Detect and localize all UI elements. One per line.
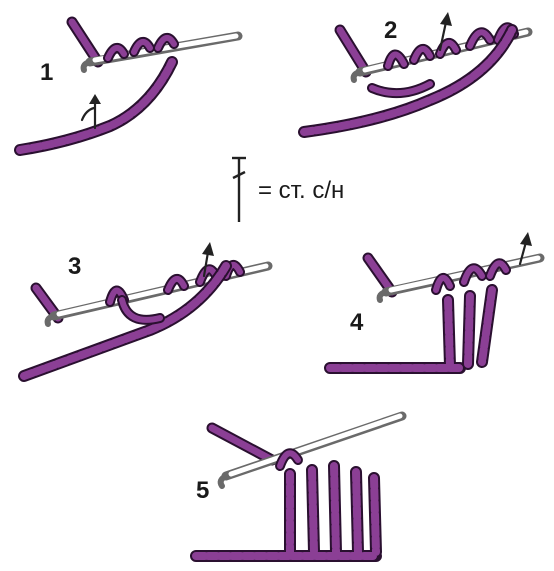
double-crochet-symbol — [232, 158, 246, 222]
step-5-illustration — [196, 416, 402, 556]
step-3-number: 3 — [68, 253, 81, 280]
step-1-number: 1 — [40, 59, 53, 86]
step-3-illustration — [24, 242, 268, 376]
step-5-number: 5 — [196, 477, 209, 504]
step-2-illustration — [304, 12, 528, 132]
step-4-number: 4 — [350, 309, 364, 336]
step-2-number: 2 — [384, 17, 397, 44]
step-4-illustration — [330, 232, 540, 368]
step-1-illustration — [20, 22, 238, 150]
legend-label: = ст. с/н — [258, 177, 344, 204]
